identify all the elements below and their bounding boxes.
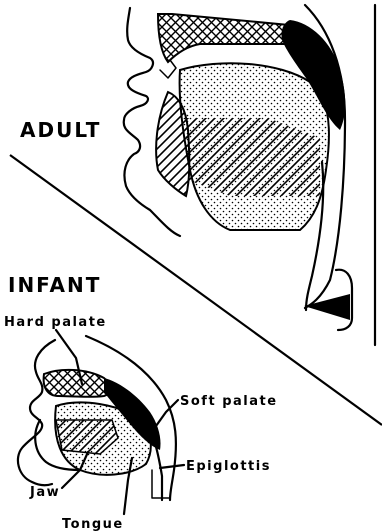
infant-section-title: INFANT	[8, 273, 101, 297]
label-hard-palate: Hard palate	[4, 315, 107, 330]
adult-hard-palate	[158, 14, 300, 62]
adult-section-title: ADULT	[20, 118, 101, 142]
label-epiglottis: Epiglottis	[186, 459, 271, 474]
label-tongue: Tongue	[62, 517, 124, 532]
adult-vocal-tract	[124, 5, 375, 345]
adult-larynx-opening	[304, 294, 350, 320]
label-jaw: Jaw	[29, 485, 60, 500]
infant-hard-palate	[44, 370, 110, 397]
leader-epiglottis	[160, 465, 184, 468]
infant-vocal-tract	[18, 336, 176, 500]
label-soft-palate: Soft palate	[180, 394, 278, 409]
